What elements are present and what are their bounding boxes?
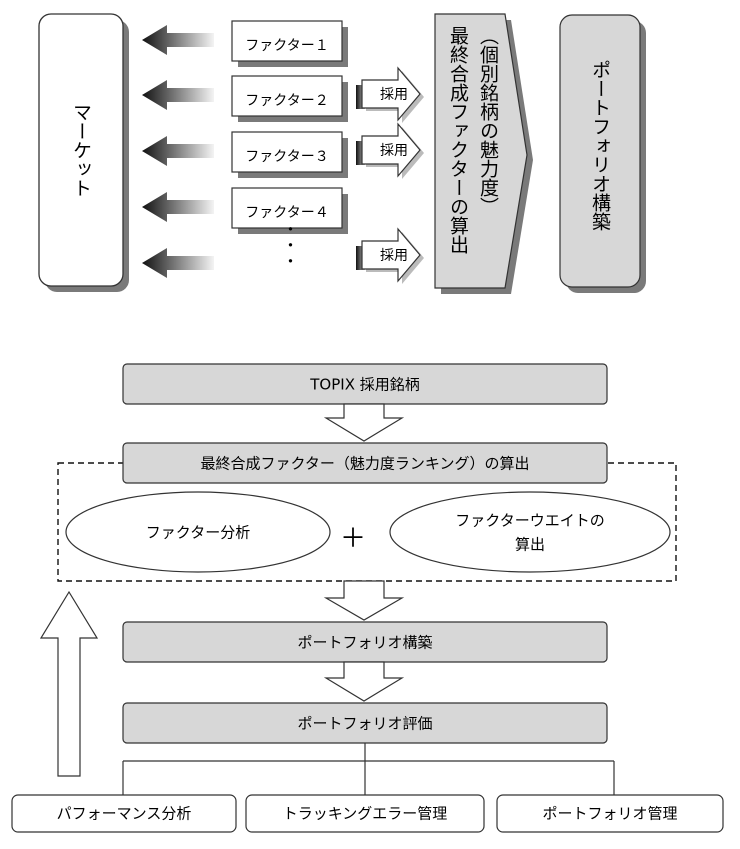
portfolio-management-box: ポートフォリオ管理 [496,794,724,833]
adopt-arrow: 採用 [356,66,424,123]
adopt-stripe-icon [356,246,365,270]
adopt-arrow: 採用 [356,122,424,179]
adopt-label: 採用 [380,87,408,103]
final-factor-label: 最終合成ファクター（魅力度ランキング）の算出 [201,455,530,473]
feedback-up-arrow-icon [39,590,99,777]
left-arrow-icon [142,80,214,110]
adopt-label: 採用 [380,143,408,159]
factor-box: ファクター２ [231,75,348,122]
factor-box: ファクター４ [231,187,348,234]
output-label: パフォーマンス分析 [57,805,192,823]
tracking-error-box: トラッキングエラー管理 [245,794,485,833]
factor-weight-ellipse: ファクターウエイトの 算出 [389,491,671,573]
portfolio-label: ポートフォリオ構築 [589,60,611,231]
adopt-arrow: 採用 [356,227,424,284]
adopt-stripe-icon [356,141,365,165]
factor-box: ファクター３ [231,131,348,178]
factor-label: ファクター１ [245,38,328,54]
market-label: マーケット [70,103,92,198]
adopt-stripe-icon [356,85,365,109]
input-arrows [142,25,214,278]
final-factor-box: 最終合成ファクター（魅力度ランキング）の算出 [122,442,608,484]
branch-connectors [122,743,615,795]
down-arrow-icon [323,661,405,702]
left-arrow-icon [142,25,214,55]
portfolio-build-label: ポートフォリオ構築 [297,634,432,652]
topix-label: TOPIX 採用銘柄 [309,376,419,394]
output-label: トラッキングエラー管理 [283,805,448,823]
final-factor-chevron: （個別銘柄の魅力度） 最終合成ファクターの算出 [434,13,533,294]
left-arrow-icon [142,248,214,278]
topix-box: TOPIX 採用銘柄 [122,363,608,405]
portfolio-evaluation-label: ポートフォリオ評価 [297,715,432,733]
plus-sign: ＋ [340,524,366,554]
factor-label: ファクター３ [245,149,328,165]
final-factor-title: 最終合成ファクターの算出 [447,26,469,254]
factor-weight-label-line2: 算出 [515,536,545,554]
portfolio-evaluation-box: ポートフォリオ評価 [122,702,608,744]
factor-boxes: ファクター１ ファクター２ ファクター３ ファクター４ ・・・ [231,20,348,269]
factor-analysis-label: ファクター分析 [146,524,250,542]
portfolio-box: ポートフォリオ構築 [559,14,646,293]
final-factor-subtitle: （個別銘柄の魅力度） [477,26,499,216]
factor-label: ファクター２ [245,93,328,109]
performance-analysis-box: パフォーマンス分析 [11,794,237,833]
output-label: ポートフォリオ管理 [542,805,677,823]
market-box: マーケット [38,13,129,292]
factor-analysis-ellipse: ファクター分析 [65,491,331,573]
portfolio-build-box: ポートフォリオ構築 [122,621,608,663]
down-arrow-icon [323,580,405,621]
factor-continuation-dots: ・・・ [280,221,299,269]
factor-box: ファクター１ [231,20,348,67]
adopt-label: 採用 [380,248,408,264]
factor-label: ファクター４ [245,205,328,221]
adopt-arrows: 採用 採用 採用 [356,66,424,284]
down-arrow-icon [323,403,405,442]
factor-weight-label-line1: ファクターウエイトの [455,512,604,530]
left-arrow-icon [142,192,214,222]
left-arrow-icon [142,136,214,166]
